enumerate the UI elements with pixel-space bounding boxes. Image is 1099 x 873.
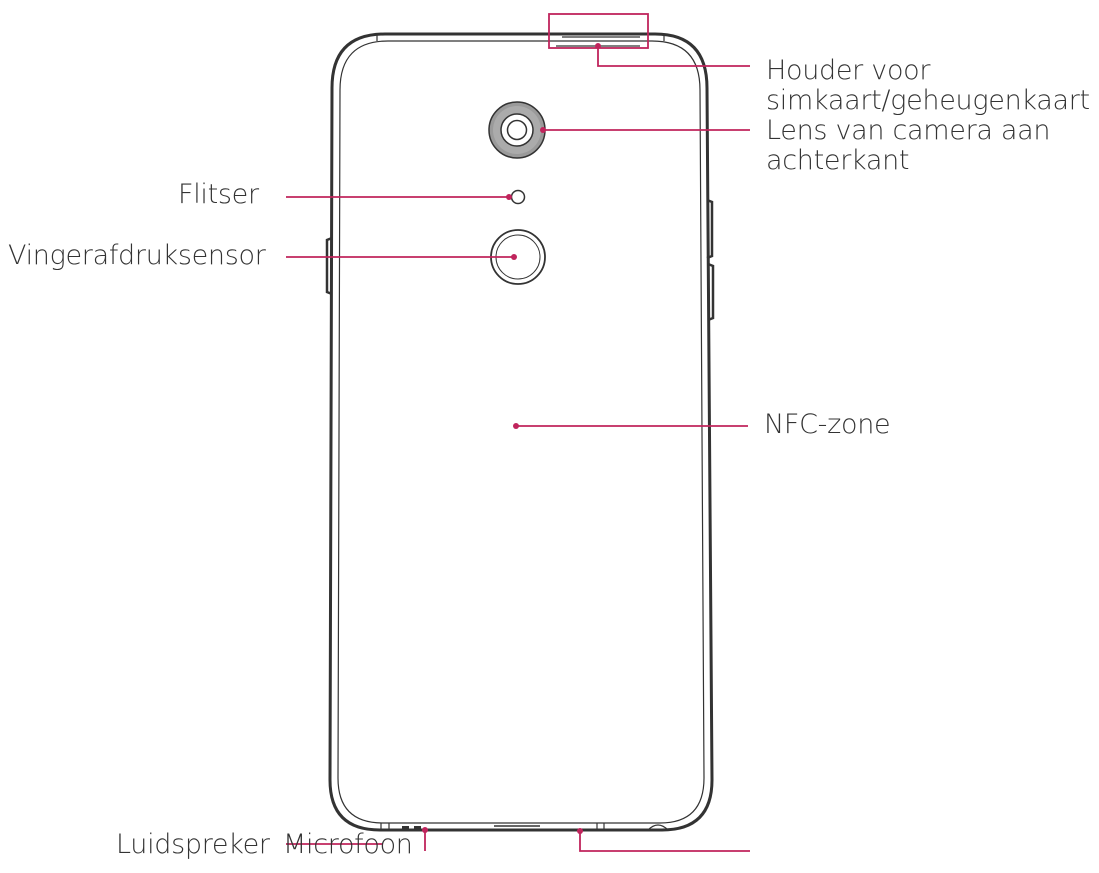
leader-lines	[286, 13, 750, 852]
right-side-key-lower	[707, 262, 715, 322]
sim-holder-label-line1: Houder voor	[766, 55, 931, 86]
fingerprint-sensor	[490, 229, 546, 285]
microphone-leader-dot	[422, 827, 428, 833]
nfc-label: NFC-zone	[764, 409, 891, 440]
camera-lens	[488, 101, 546, 159]
phone-inner-outline	[337, 40, 705, 824]
speaker-label: Luidspreker	[116, 829, 270, 860]
phone-body	[325, 32, 715, 832]
fingerprint-leader-dot	[511, 254, 517, 260]
bottom-port-leader	[579, 831, 750, 852]
sim-leader-dot	[595, 43, 601, 49]
left-side-key	[325, 236, 333, 296]
headphone-jack	[647, 824, 669, 831]
phone-outer-outline	[328, 32, 714, 832]
camera-label-line2: achterkant	[766, 145, 910, 176]
flash-element	[510, 189, 526, 205]
sim-holder-label-line2: simkaart/geheugenkaart	[766, 85, 1090, 116]
microphone-label: Microfoon	[283, 829, 413, 860]
sim-tray-leader	[597, 48, 750, 67]
leader-dots	[422, 43, 601, 834]
camera-label-line1: Lens van camera aan	[766, 115, 1051, 146]
bottom-speaker-grille	[402, 826, 421, 829]
nfc-leader-dot	[513, 423, 519, 429]
flash-label: Flitser	[178, 179, 259, 210]
flash-leader-dot	[506, 194, 512, 200]
camera-leader-dot	[540, 127, 546, 133]
bottom-port-leader-dot	[577, 828, 583, 834]
sim-tray-highlight-box	[548, 13, 649, 49]
right-side-key-upper	[706, 198, 714, 260]
fingerprint-label: Vingerafdruksensor	[8, 240, 266, 271]
